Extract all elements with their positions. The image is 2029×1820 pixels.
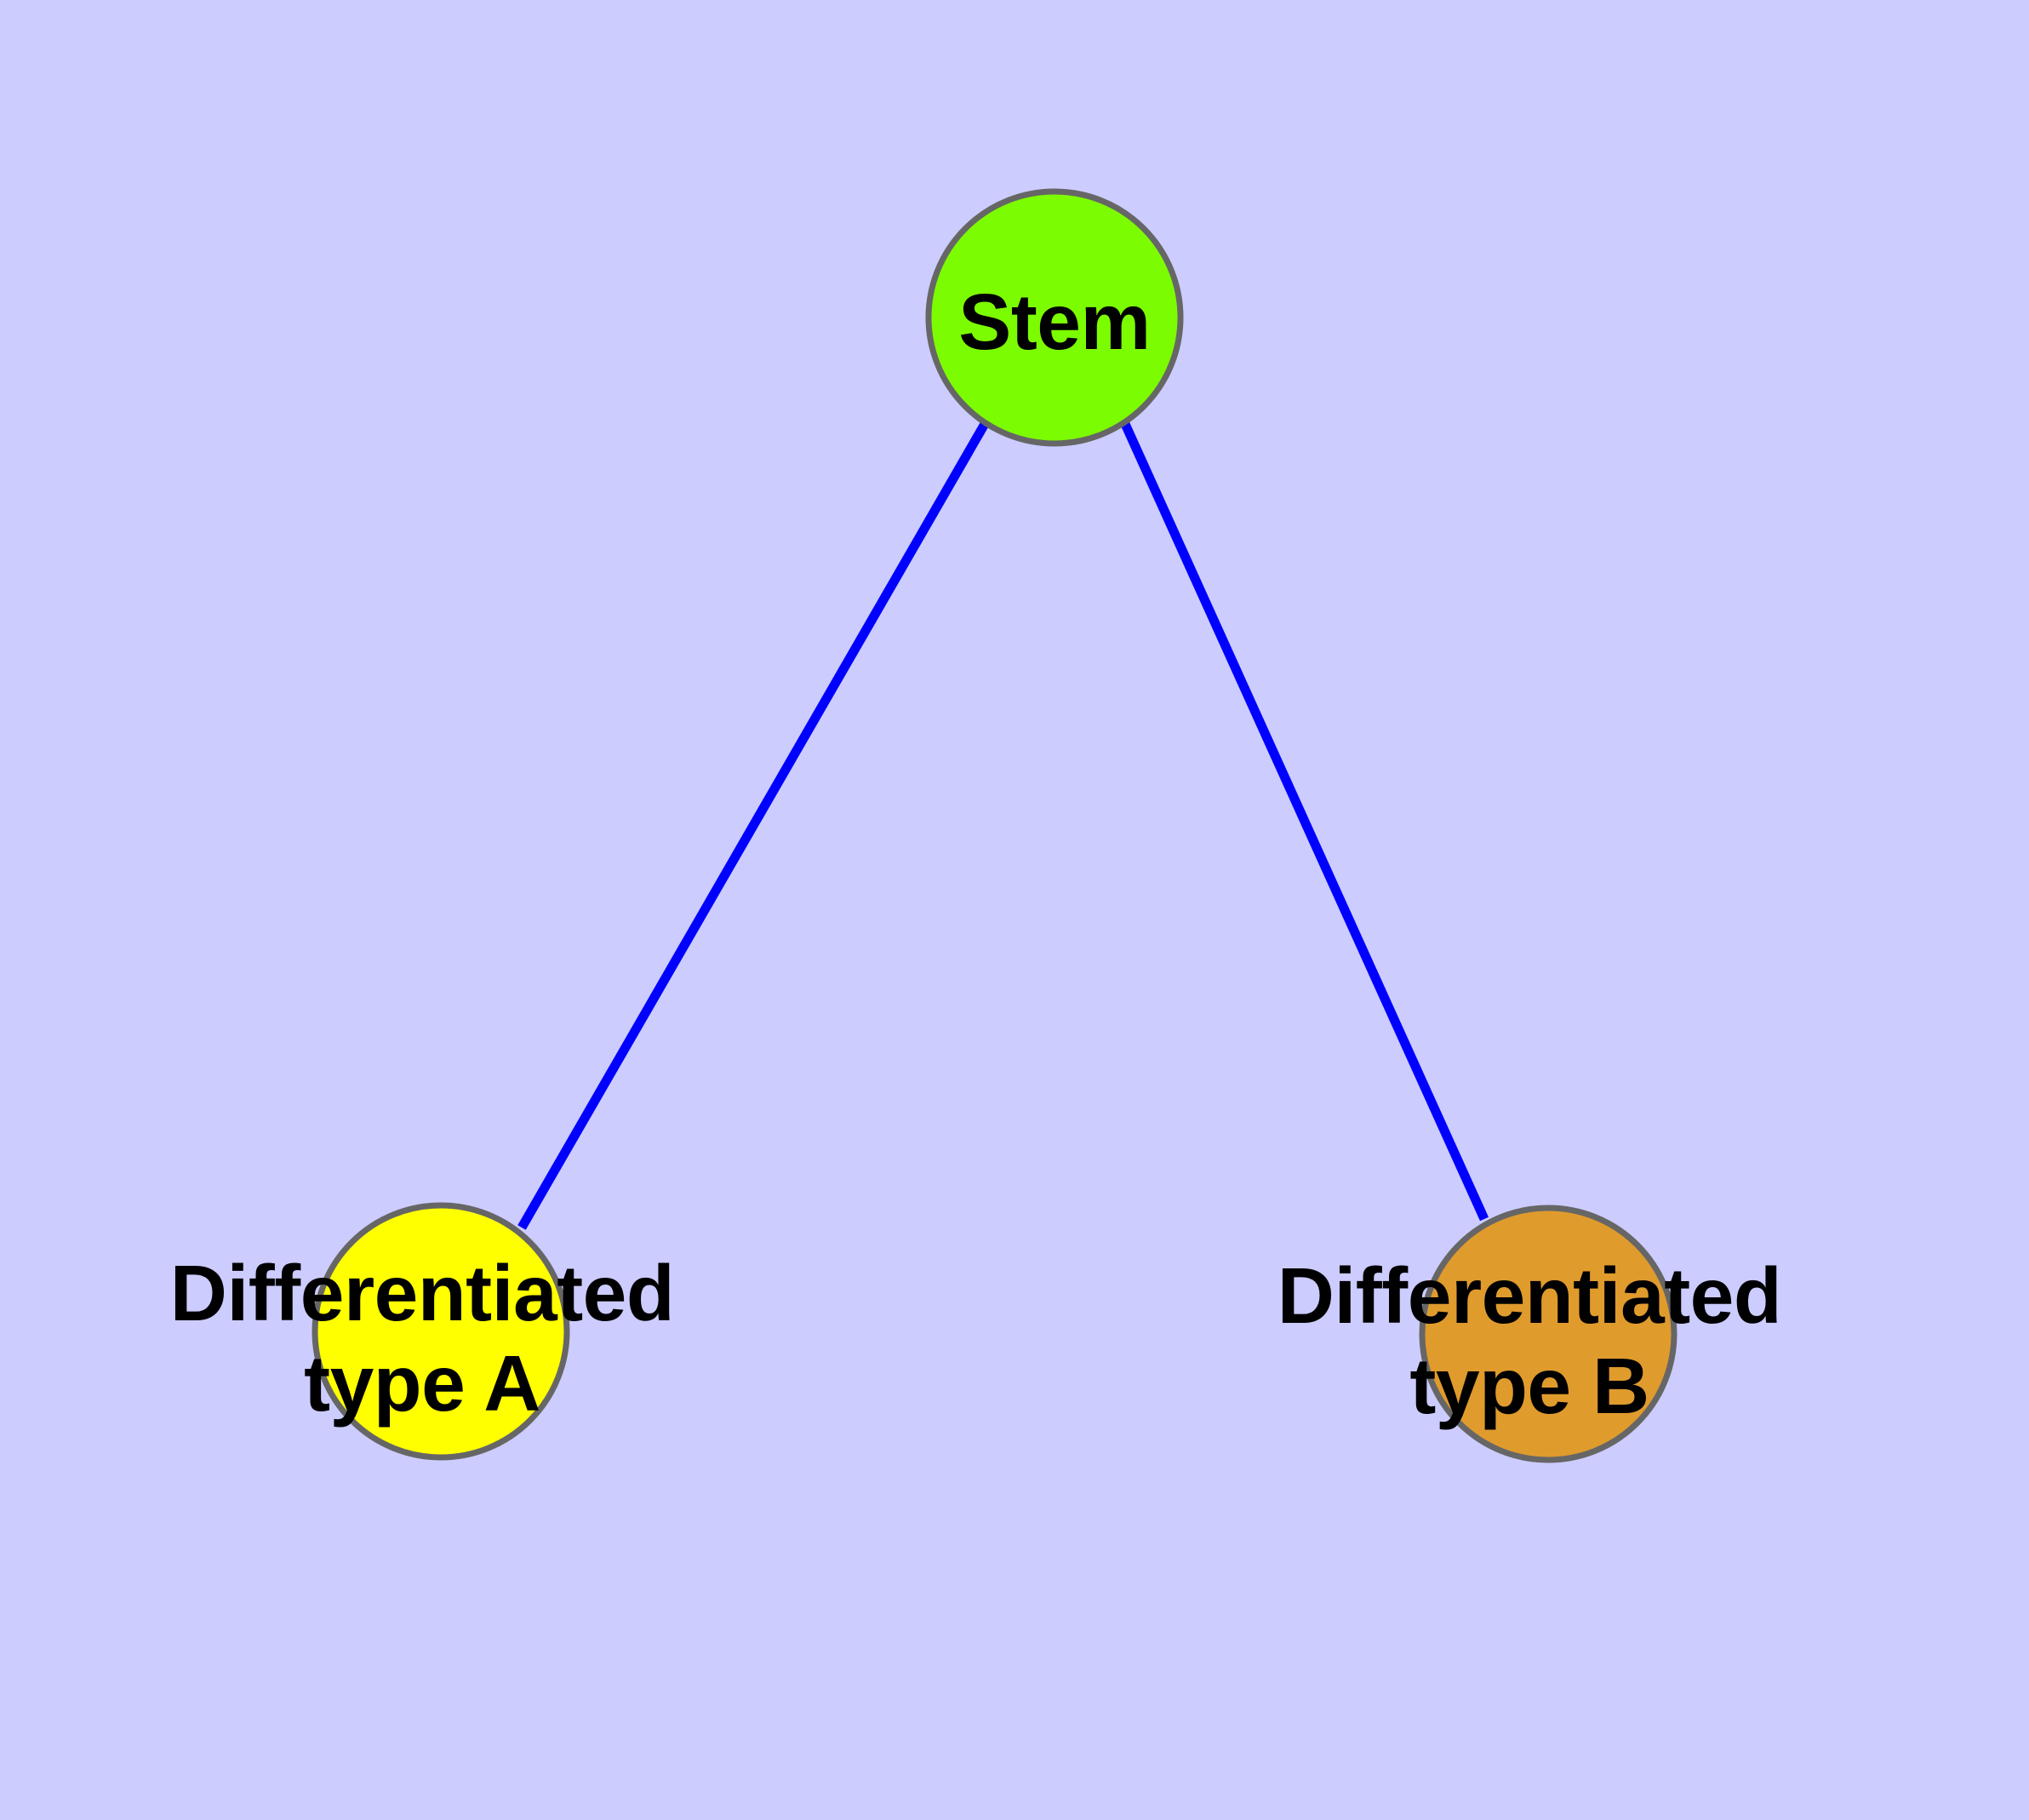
node-differentiated-type-b-circle[interactable]	[1419, 1205, 1677, 1463]
edges-layer	[517, 421, 1489, 1230]
node-differentiated-type-a-circle[interactable]	[311, 1202, 570, 1461]
node-stem-circle[interactable]	[925, 188, 1184, 447]
edge-stem-to-differentiated-b[interactable]	[1120, 421, 1489, 1222]
nodes-layer	[311, 188, 1677, 1463]
edge-stem-to-differentiated-a[interactable]	[517, 421, 989, 1230]
